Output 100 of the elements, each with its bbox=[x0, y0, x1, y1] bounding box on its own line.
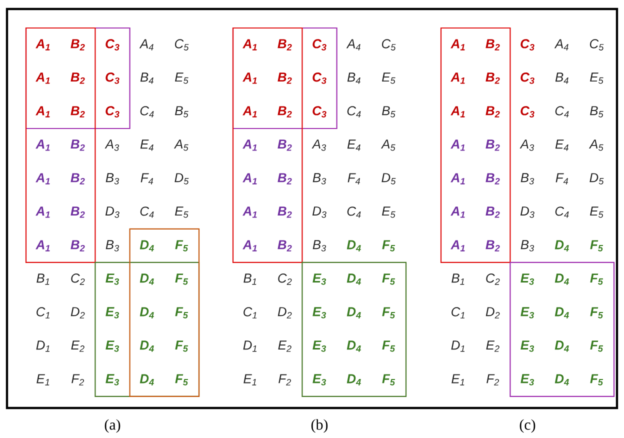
letter-label: D$_{4}$ bbox=[140, 340, 154, 352]
letter-label: F$_{5}$ bbox=[590, 374, 604, 386]
letter-label: E$_{3}$ bbox=[106, 374, 120, 386]
letter-label: A$_{1}$ bbox=[36, 140, 50, 151]
letter-label: B$_{2}$ bbox=[278, 72, 292, 84]
letter-label: D$_{2}$ bbox=[486, 307, 500, 318]
letter-label: D$_{4}$ bbox=[346, 307, 361, 318]
letter-label: A$_{5}$ bbox=[174, 140, 188, 151]
letter-label: E$_{5}$ bbox=[382, 72, 396, 84]
letter-label: B$_{5}$ bbox=[590, 106, 604, 118]
letter-label: F$_{5}$ bbox=[382, 340, 396, 352]
letter-label: B$_{2}$ bbox=[486, 240, 500, 252]
letter-label: C$_{3}$ bbox=[312, 106, 326, 118]
letter-label: C$_{1}$ bbox=[36, 307, 50, 318]
letter-label: C$_{1}$ bbox=[452, 307, 464, 318]
letter-label: F$_{5}$ bbox=[590, 240, 604, 252]
letter-label: E$_{3}$ bbox=[312, 307, 326, 318]
letter-label: E$_{3}$ bbox=[520, 307, 534, 318]
letter-label: F$_{4}$ bbox=[556, 173, 568, 184]
letter-label: D$_{2}$ bbox=[278, 307, 292, 318]
letter-label: A$_{1}$ bbox=[36, 240, 50, 252]
letter-label: A$_{4}$ bbox=[346, 39, 360, 50]
letter-label: C$_{1}$ bbox=[244, 307, 257, 318]
letter-label: A$_{5}$ bbox=[380, 140, 396, 151]
letter-label: C$_{5}$ bbox=[174, 39, 189, 50]
letter-label: E$_{5}$ bbox=[175, 72, 188, 84]
letter-label: D$_{4}$ bbox=[140, 307, 154, 318]
letter-label: C$_{3}$ bbox=[312, 72, 326, 84]
letter-label: B$_{2}$ bbox=[70, 173, 85, 184]
letter-label: D$_{3}$ bbox=[520, 206, 534, 218]
letter-label: C$_{3}$ bbox=[312, 39, 326, 50]
letter-label: B$_{2}$ bbox=[70, 39, 85, 50]
letter-label: E$_{3}$ bbox=[312, 340, 326, 352]
letter-label: E$_{3}$ bbox=[520, 374, 534, 386]
letter-label: D$_{4}$ bbox=[346, 240, 361, 252]
letter-label: A$_{1}$ bbox=[450, 206, 465, 218]
letter-label: A$_{5}$ bbox=[588, 140, 604, 151]
letter-label: B$_{2}$ bbox=[486, 106, 500, 118]
letter-label: D$_{1}$ bbox=[451, 340, 464, 352]
letter-label: C$_{4}$ bbox=[140, 206, 154, 218]
letter-label: A$_{1}$ bbox=[242, 106, 257, 118]
letter-label: F$_{5}$ bbox=[382, 374, 396, 386]
letter-label: F$_{5}$ bbox=[175, 240, 188, 252]
letter-label: F$_{2}$ bbox=[72, 374, 84, 386]
letter-label: E$_{3}$ bbox=[106, 307, 120, 318]
letter-label: E$_{2}$ bbox=[71, 340, 84, 352]
letter-label: E$_{4}$ bbox=[347, 140, 360, 151]
letter-label: D$_{3}$ bbox=[105, 206, 120, 218]
letter-label: D$_{4}$ bbox=[554, 274, 569, 285]
letter-label: A$_{1}$ bbox=[450, 240, 465, 252]
letter-label: B$_{2}$ bbox=[70, 106, 85, 118]
letter-label: E$_{1}$ bbox=[452, 374, 464, 386]
letter-label: C$_{3}$ bbox=[106, 106, 120, 118]
letter-label: C$_{2}$ bbox=[278, 274, 292, 285]
letter-label: D$_{4}$ bbox=[346, 340, 361, 352]
letter-label: F$_{2}$ bbox=[278, 374, 292, 386]
letter-label: E$_{2}$ bbox=[278, 340, 292, 352]
letter-label: B$_{1}$ bbox=[452, 274, 464, 285]
letter-label: D$_{1}$ bbox=[36, 340, 50, 352]
letter-label: B$_{2}$ bbox=[486, 206, 500, 218]
letter-label: E$_{5}$ bbox=[590, 72, 604, 84]
letter-label: A$_{1}$ bbox=[242, 173, 257, 184]
letter-label: B$_{2}$ bbox=[278, 39, 292, 50]
letter-label: D$_{4}$ bbox=[346, 274, 361, 285]
letter-label: A$_{1}$ bbox=[242, 39, 257, 50]
letter-label: B$_{3}$ bbox=[312, 240, 326, 252]
letter-label: A$_{3}$ bbox=[312, 140, 326, 151]
panel-caption: (a) bbox=[104, 419, 120, 433]
letter-label: B$_{2}$ bbox=[278, 240, 292, 252]
letter-label: C$_{4}$ bbox=[347, 206, 361, 218]
letter-label: D$_{4}$ bbox=[554, 340, 569, 352]
letter-label: D$_{4}$ bbox=[346, 374, 361, 386]
letter-label: B$_{2}$ bbox=[278, 106, 292, 118]
letter-label: A$_{1}$ bbox=[242, 206, 257, 218]
letter-label: C$_{3}$ bbox=[520, 72, 534, 84]
letter-label: B$_{3}$ bbox=[106, 240, 120, 252]
letter-label: C$_{2}$ bbox=[486, 274, 500, 285]
letter-label: C$_{3}$ bbox=[520, 39, 534, 50]
letter-label: B$_{4}$ bbox=[140, 72, 154, 84]
letter-label: E$_{3}$ bbox=[106, 274, 120, 285]
letter-label: A$_{4}$ bbox=[139, 39, 154, 50]
letter-label: B$_{2}$ bbox=[278, 206, 292, 218]
letter-label: F$_{5}$ bbox=[590, 307, 604, 318]
letter-label: F$_{5}$ bbox=[175, 307, 188, 318]
letter-label: D$_{5}$ bbox=[382, 173, 396, 184]
letter-label: A$_{1}$ bbox=[36, 106, 50, 118]
letter-label: B$_{2}$ bbox=[486, 72, 500, 84]
letter-label: B$_{3}$ bbox=[312, 173, 326, 184]
letter-label: B$_{2}$ bbox=[486, 140, 500, 151]
letter-label: F$_{4}$ bbox=[348, 173, 360, 184]
letter-label: B$_{2}$ bbox=[70, 72, 85, 84]
letter-label: D$_{4}$ bbox=[554, 240, 569, 252]
letter-label: D$_{4}$ bbox=[554, 307, 569, 318]
letter-label: B$_{2}$ bbox=[70, 206, 85, 218]
letter-label: A$_{1}$ bbox=[450, 140, 465, 151]
letter-label: A$_{1}$ bbox=[242, 72, 257, 84]
letter-label: C$_{4}$ bbox=[555, 106, 569, 118]
letter-label: A$_{1}$ bbox=[36, 173, 50, 184]
letter-label: D$_{5}$ bbox=[590, 173, 604, 184]
letter-label: E$_{3}$ bbox=[106, 340, 120, 352]
